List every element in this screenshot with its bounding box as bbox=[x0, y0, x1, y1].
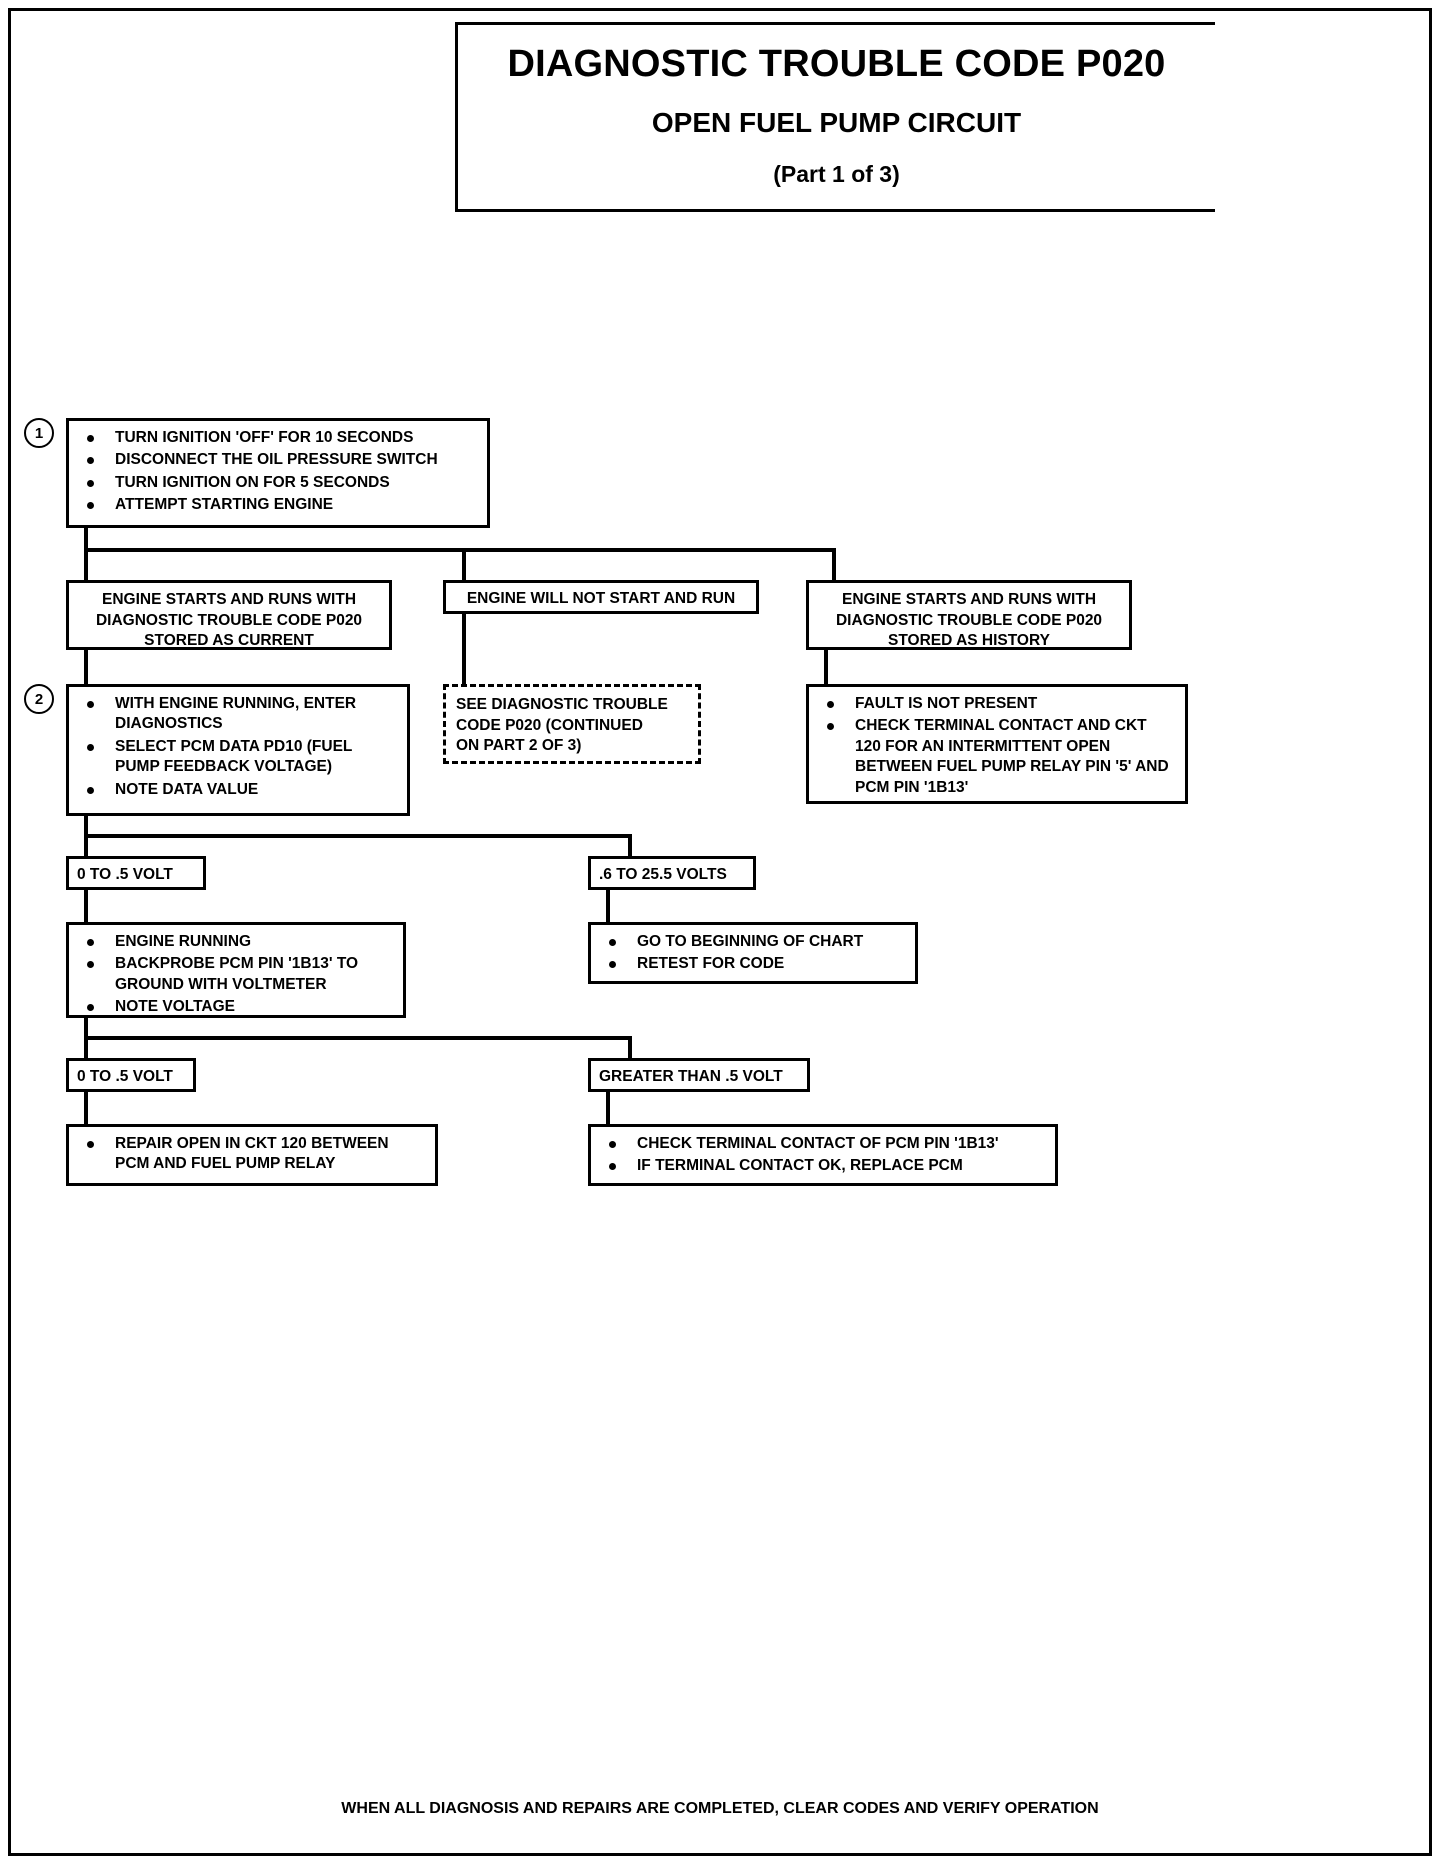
voltage-label-0-to-point5-second: 0 TO .5 VOLT bbox=[66, 1058, 196, 1092]
voltage-label-text: GREATER THAN .5 VOLT bbox=[599, 1068, 783, 1085]
connector-vertical bbox=[462, 614, 466, 684]
branch-line: DIAGNOSTIC TROUBLE CODE P020 bbox=[835, 611, 1103, 629]
connector-vertical bbox=[606, 1092, 610, 1124]
connector-vertical bbox=[84, 650, 88, 684]
list-item: FAULT IS NOT PRESENT bbox=[819, 694, 1175, 714]
connector-vertical bbox=[84, 548, 88, 580]
list-item: RETEST FOR CODE bbox=[601, 954, 905, 974]
connector-vertical bbox=[84, 834, 88, 856]
step2-box: WITH ENGINE RUNNING, ENTER DIAGNOSTICS S… bbox=[66, 684, 410, 816]
list-item: IF TERMINAL CONTACT OK, REPLACE PCM bbox=[601, 1156, 1045, 1176]
branch-line: ENGINE WILL NOT START AND RUN bbox=[466, 590, 736, 607]
branch-box-code-current: ENGINE STARTS AND RUNS WITH DIAGNOSTIC T… bbox=[66, 580, 392, 650]
list-item: CHECK TERMINAL CONTACT OF PCM PIN '1B13' bbox=[601, 1134, 1045, 1154]
step-number-1: 1 bbox=[24, 418, 54, 448]
history-actions-bullet-list: FAULT IS NOT PRESENT CHECK TERMINAL CONT… bbox=[819, 694, 1175, 798]
branch-line: DIAGNOSTIC TROUBLE CODE P020 bbox=[95, 611, 363, 629]
connector-vertical bbox=[84, 816, 88, 838]
page-title: DIAGNOSTIC TROUBLE CODE P020 bbox=[507, 43, 1166, 85]
continued-line: CODE P020 (CONTINUED bbox=[456, 716, 643, 734]
connector-vertical bbox=[84, 1036, 88, 1058]
step-number-2: 2 bbox=[24, 684, 54, 714]
page-part-label: (Part 1 of 3) bbox=[773, 160, 900, 187]
list-item: CHECK TERMINAL CONTACT AND CKT 120 FOR A… bbox=[819, 716, 1175, 798]
continued-line: SEE DIAGNOSTIC TROUBLE bbox=[456, 696, 668, 713]
retest-box: GO TO BEGINNING OF CHART RETEST FOR CODE bbox=[588, 922, 918, 984]
page-border bbox=[8, 8, 1432, 1856]
list-item: ATTEMPT STARTING ENGINE bbox=[79, 495, 477, 515]
branch-box-code-history: ENGINE STARTS AND RUNS WITH DIAGNOSTIC T… bbox=[806, 580, 1132, 650]
list-item: TURN IGNITION 'OFF' FOR 10 SECONDS bbox=[79, 428, 477, 448]
list-item: BACKPROBE PCM PIN '1B13' TO GROUND WITH … bbox=[79, 954, 393, 995]
list-item: GO TO BEGINNING OF CHART bbox=[601, 932, 905, 952]
retest-bullet-list: GO TO BEGINNING OF CHART RETEST FOR CODE bbox=[601, 932, 905, 975]
history-actions-box: FAULT IS NOT PRESENT CHECK TERMINAL CONT… bbox=[806, 684, 1188, 804]
page-subtitle: OPEN FUEL PUMP CIRCUIT bbox=[651, 106, 1022, 138]
branch-line: ENGINE STARTS AND RUNS WITH bbox=[841, 591, 1097, 608]
connector-horizontal-bus bbox=[84, 834, 632, 838]
engine-running-bullet-list: ENGINE RUNNING BACKPROBE PCM PIN '1B13' … bbox=[79, 932, 393, 1018]
connector-vertical bbox=[84, 528, 88, 550]
voltage-label-text: 0 TO .5 VOLT bbox=[77, 866, 173, 883]
continued-line: ON PART 2 OF 3) bbox=[456, 737, 582, 755]
connector-vertical bbox=[84, 890, 88, 922]
branch-line: STORED AS HISTORY bbox=[888, 632, 1050, 650]
connector-vertical bbox=[462, 548, 466, 580]
connector-vertical bbox=[628, 834, 632, 856]
connector-vertical bbox=[832, 548, 836, 580]
repair-open-box: REPAIR OPEN IN CKT 120 BETWEEN PCM AND F… bbox=[66, 1124, 438, 1186]
engine-running-test-box: ENGINE RUNNING BACKPROBE PCM PIN '1B13' … bbox=[66, 922, 406, 1018]
connector-vertical bbox=[84, 1092, 88, 1124]
voltage-label-text: 0 TO .5 VOLT bbox=[77, 1068, 173, 1085]
step1-bullet-list: TURN IGNITION 'OFF' FOR 10 SECONDS DISCO… bbox=[79, 428, 477, 516]
connector-horizontal-bus bbox=[84, 548, 836, 552]
title-block: DIAGNOSTIC TROUBLE CODE P020 OPEN FUEL P… bbox=[455, 22, 1215, 212]
list-item: REPAIR OPEN IN CKT 120 BETWEEN PCM AND F… bbox=[79, 1134, 425, 1175]
list-item: DISCONNECT THE OIL PRESSURE SWITCH bbox=[79, 450, 477, 470]
footer-note: WHEN ALL DIAGNOSIS AND REPAIRS ARE COMPL… bbox=[341, 1800, 1099, 1817]
connector-vertical bbox=[824, 650, 828, 684]
list-item: WITH ENGINE RUNNING, ENTER DIAGNOSTICS bbox=[79, 694, 397, 735]
branch-line: ENGINE STARTS AND RUNS WITH bbox=[101, 591, 357, 608]
list-item: NOTE DATA VALUE bbox=[79, 780, 397, 800]
list-item: NOTE VOLTAGE bbox=[79, 997, 393, 1017]
connector-horizontal-bus bbox=[84, 1036, 632, 1040]
step1-box: TURN IGNITION 'OFF' FOR 10 SECONDS DISCO… bbox=[66, 418, 490, 528]
branch-line: STORED AS CURRENT bbox=[144, 632, 314, 650]
connector-vertical bbox=[628, 1036, 632, 1058]
replace-bullet-list: CHECK TERMINAL CONTACT OF PCM PIN '1B13'… bbox=[601, 1134, 1045, 1177]
list-item: SELECT PCM DATA PD10 (FUEL PUMP FEEDBACK… bbox=[79, 737, 397, 778]
voltage-label-greater-than-point5: GREATER THAN .5 VOLT bbox=[588, 1058, 810, 1092]
replace-pcm-box: CHECK TERMINAL CONTACT OF PCM PIN '1B13'… bbox=[588, 1124, 1058, 1186]
list-item: TURN IGNITION ON FOR 5 SECONDS bbox=[79, 473, 477, 493]
voltage-label-0-to-point5: 0 TO .5 VOLT bbox=[66, 856, 206, 890]
continued-box: SEE DIAGNOSTIC TROUBLE CODE P020 (CONTIN… bbox=[443, 684, 701, 764]
connector-vertical bbox=[84, 1018, 88, 1040]
list-item: ENGINE RUNNING bbox=[79, 932, 393, 952]
branch-box-no-start: ENGINE WILL NOT START AND RUN bbox=[443, 580, 759, 614]
voltage-label-point6-to-25point5: .6 TO 25.5 VOLTS bbox=[588, 856, 756, 890]
connector-vertical bbox=[606, 890, 610, 922]
step2-bullet-list: WITH ENGINE RUNNING, ENTER DIAGNOSTICS S… bbox=[79, 694, 397, 800]
voltage-label-text: .6 TO 25.5 VOLTS bbox=[599, 866, 727, 883]
repair-bullet-list: REPAIR OPEN IN CKT 120 BETWEEN PCM AND F… bbox=[79, 1134, 425, 1175]
